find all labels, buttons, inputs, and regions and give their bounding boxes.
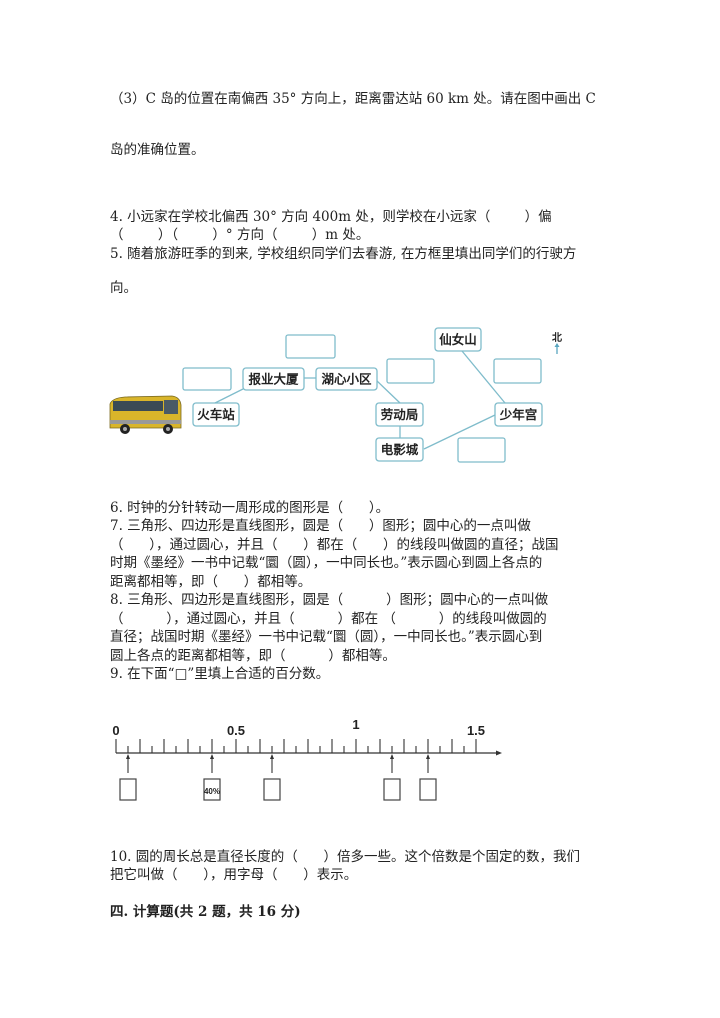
q5-line2: 向。	[110, 280, 137, 296]
answer-box[interactable]	[182, 367, 232, 391]
station-label: 湖心小区	[321, 372, 372, 387]
answer-box[interactable]	[285, 334, 336, 359]
station-dianying: 电影城	[375, 437, 424, 462]
answer-box[interactable]	[457, 437, 506, 463]
pointer-arrow-head	[270, 754, 274, 759]
q7-line2: （ ），通过圆心，并且（ ）都在（ ）的线段叫做圆的直径；战国	[110, 537, 559, 553]
q8-line2: （ ），通过圆心，并且（ ）都在 （ ）的线段叫做圆的	[110, 611, 547, 627]
bus-icon	[109, 395, 182, 434]
answer-box[interactable]	[263, 778, 281, 801]
answer-box[interactable]	[119, 778, 137, 801]
station-xiannv: 仙女山	[434, 327, 482, 352]
q7-line3: 时期《墨经》一书中记载“圜（圆），一中同长也。”表示圆心到圆上各点的	[110, 555, 543, 571]
q7-line1: 7. 三角形、四边形是直线图形，圆是（ ）图形；圆中心的一点叫做	[110, 518, 531, 534]
q6-line1: 6. 时钟的分针转动一周形成的图形是（ ）。	[110, 500, 390, 516]
q10-line2: 把它叫做（ ），用字母（ ）表示。	[110, 867, 358, 883]
station-label: 劳动局	[381, 407, 419, 422]
link-huxin-laodong	[375, 379, 401, 404]
tick-label-0.5: 0.5	[227, 723, 245, 738]
station-laodong: 劳动局	[375, 402, 424, 427]
answer-box[interactable]	[383, 778, 401, 801]
section-title: 四. 计算题(共 2 题，共 16 分)	[110, 904, 301, 920]
link-train-baoye	[214, 388, 244, 404]
q8-line4: 圆上各点的距离都相等，即（ ）都相等。	[110, 648, 396, 664]
link-dianying-shaonian	[423, 414, 496, 450]
given-value: 40%	[204, 787, 220, 796]
pointer-arrow-head	[126, 754, 130, 759]
station-huxin: 湖心小区	[315, 367, 378, 391]
q5-line1: 5. 随着旅游旺季的到来, 学校组织同学们去春游, 在方框里填出同学们的行驶方	[110, 246, 577, 262]
q4-line1: 4. 小远家在学校北偏西 30° 方向 400m 处，则学校在小远家（ ）偏	[110, 209, 552, 225]
link-xiannv-shaonian	[461, 350, 506, 404]
q7-line4: 距离都相等，即（ ）都相等。	[110, 574, 312, 590]
answer-box[interactable]	[419, 778, 437, 801]
station-shaonian: 少年宫	[494, 402, 543, 427]
q8-line3: 直径；战国时期《墨经》一书中记载“圜（圆），一中同长也。”表示圆心到	[110, 629, 543, 645]
q3-line1: （3）C 岛的位置在南偏西 35° 方向上，距离雷达站 60 km 处。请在图中…	[110, 91, 596, 107]
north-arrow-icon: 北	[552, 331, 562, 354]
station-label: 火车站	[197, 407, 235, 422]
north-label: 北	[552, 331, 562, 344]
tick-label-0: 0	[112, 723, 119, 738]
answer-box[interactable]	[493, 358, 542, 384]
number-line: 0 0.5 1 1.5 40%	[112, 717, 502, 801]
pointer-arrow-head	[210, 754, 214, 759]
q8-line1: 8. 三角形、四边形是直线图形，圆是（ ）图形；圆中心的一点叫做	[110, 592, 549, 608]
tick-label-1.5: 1.5	[467, 723, 485, 738]
axis-arrow-icon	[496, 750, 502, 756]
answer-box[interactable]	[203, 778, 221, 801]
station-label: 报业大厦	[248, 372, 299, 387]
q4-line2: （ ）（ ）° 方向（ ）m 处。	[110, 227, 370, 243]
station-label: 电影城	[381, 442, 419, 457]
pointer-arrow-head	[426, 754, 430, 759]
q3-line2: 岛的准确位置。	[110, 142, 205, 158]
station-label: 少年宫	[499, 407, 538, 422]
station-baoye: 报业大厦	[242, 367, 305, 391]
station-label: 仙女山	[439, 332, 477, 347]
q9-line1: 9. 在下面“□”里填上合适的百分数。	[110, 666, 330, 682]
pointer-arrow-head	[390, 754, 394, 759]
q10-line1: 10. 圆的周长总是直径长度的（ ）倍多一些。这个倍数是个固定的数，我们	[110, 849, 581, 865]
answer-box[interactable]	[386, 358, 435, 384]
station-train: 火车站	[192, 402, 240, 427]
tick-label-1: 1	[352, 717, 359, 732]
